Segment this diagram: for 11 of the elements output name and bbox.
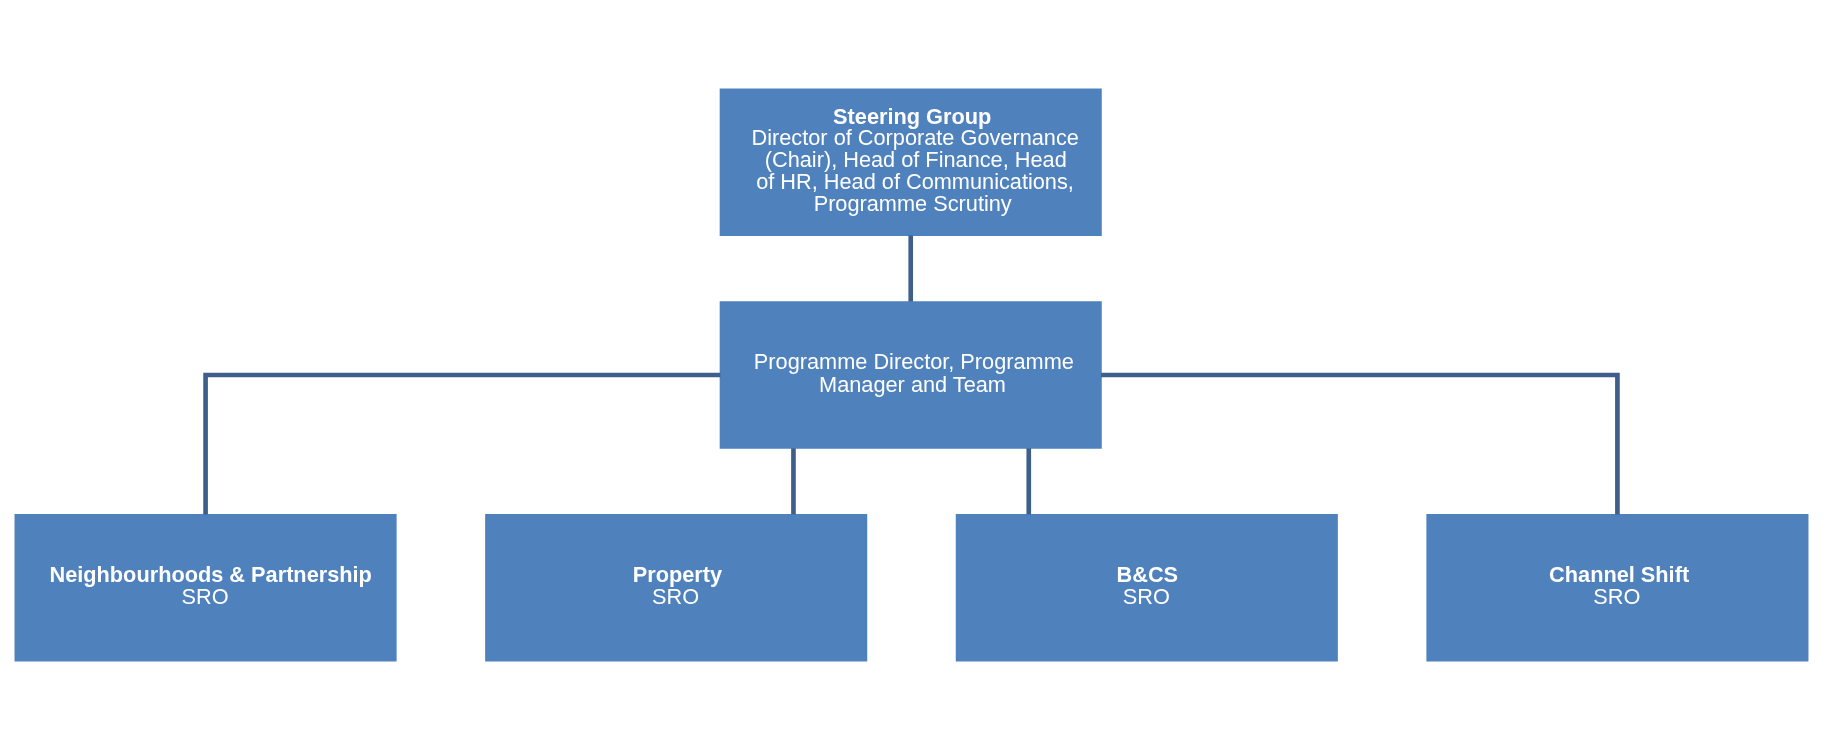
connector (1026, 447, 1032, 514)
node-box: Neighbourhoods & Partnership SRO (14, 513, 397, 662)
node-box: Property SRO (485, 513, 868, 662)
connector (791, 447, 796, 514)
node-box: B&CS SRO (955, 513, 1338, 662)
node-box: Channel Shift SRO (1426, 513, 1809, 662)
connector (203, 372, 721, 515)
node-box: Steering Group Director of Corporate Governance (Chair), Head of Finance, Head of HR, Head of Communications, Programme Scrutiny (719, 87, 1102, 236)
connector (908, 234, 914, 302)
connector (1101, 372, 1620, 515)
node-box: Programme Director, Programme Manager and Team (719, 300, 1102, 449)
